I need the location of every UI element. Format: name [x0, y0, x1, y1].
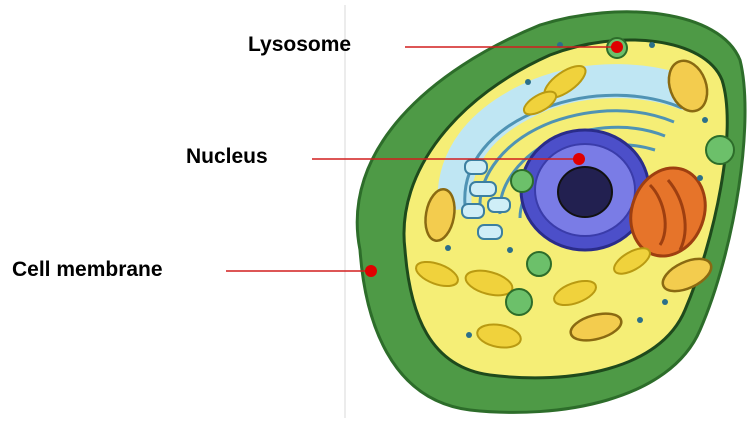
- cell-membrane-marker: [365, 265, 377, 277]
- nucleolus: [558, 167, 612, 217]
- lysosome-marker: [611, 41, 623, 53]
- nucleus-marker: [573, 153, 585, 165]
- nucleus-label: Nucleus: [186, 145, 268, 169]
- cell-membrane-label: Cell membrane: [12, 258, 163, 282]
- leader-membrane: [226, 265, 377, 277]
- lysosome-label: Lysosome: [248, 33, 351, 57]
